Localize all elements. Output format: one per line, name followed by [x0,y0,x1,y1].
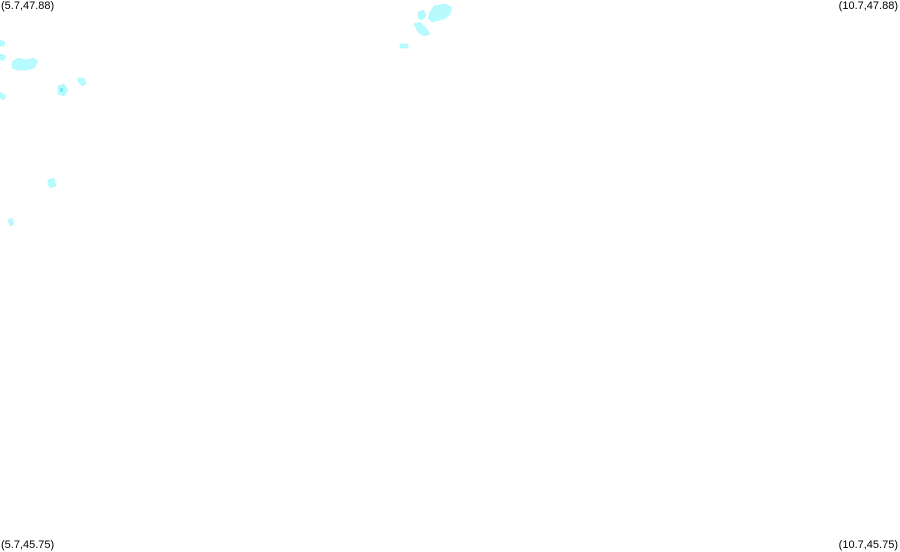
lake-bodensee [399,3,453,49]
corner-label-bottom-right: (10.7,45.75) [838,539,898,551]
corner-label-top-right: (10.7,47.88) [838,0,898,12]
corner-label-top-left: (5.7,47.88) [1,0,55,12]
corner-label-bottom-left: (5.7,45.75) [1,539,55,551]
lake-biel-neuchatel-area [0,39,39,101]
lake-small-central [7,217,15,227]
lake-small-west [47,177,57,189]
lake-zurich-area [57,77,87,97]
